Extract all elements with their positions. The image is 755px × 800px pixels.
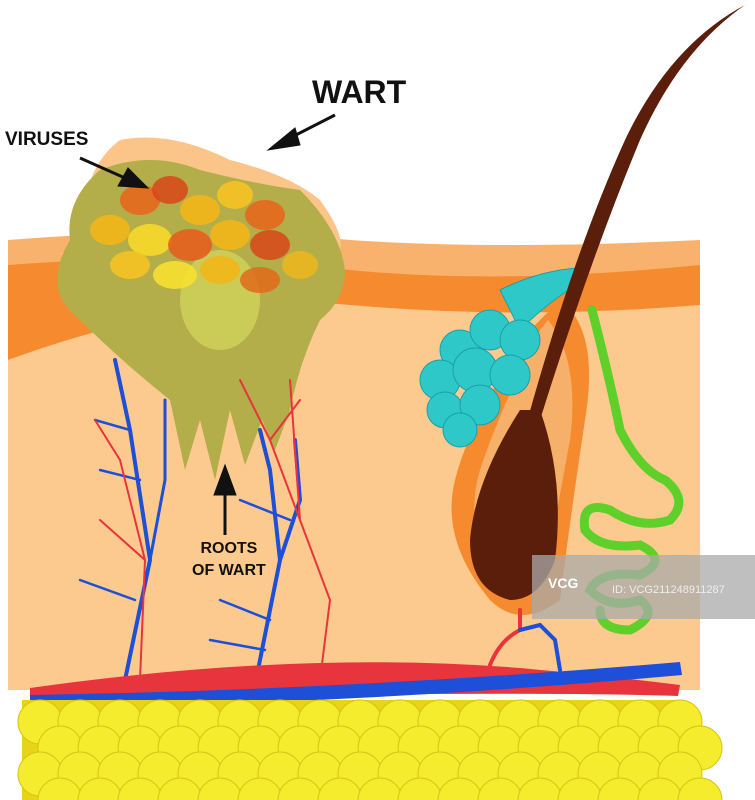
wart-label: WART (312, 74, 407, 110)
fat-cell (517, 777, 563, 800)
fat-cell (237, 777, 283, 800)
fat-cell (357, 777, 403, 800)
virus-cluster (90, 176, 318, 293)
fat-cell (117, 777, 163, 800)
watermark-logo: VCG (548, 575, 579, 591)
fat-cell (477, 777, 523, 800)
fat-cell (277, 777, 323, 800)
hair-shaft (528, 5, 745, 420)
fat-cell (397, 777, 443, 800)
fat-cell (437, 777, 483, 800)
sebaceous-gland (419, 267, 583, 448)
fat-cell (557, 777, 603, 800)
fat-cells (17, 699, 723, 800)
roots-of-wart-label: ROOTS OF WART (192, 538, 266, 582)
hair-bulb (470, 410, 558, 600)
fat-cell (677, 777, 723, 800)
fat-cell (197, 777, 243, 800)
watermark-id: ID: VCG211248911287 (612, 584, 725, 596)
roots-label-line1: ROOTS (200, 540, 258, 557)
watermark-band (532, 555, 755, 619)
roots-label-line2: OF WART (192, 562, 266, 579)
dermis (8, 302, 700, 690)
artery (30, 662, 680, 700)
fat-cell (77, 777, 123, 800)
vein (30, 662, 682, 708)
fat-cell (157, 777, 203, 800)
arrows (79, 113, 336, 535)
fat-cell (37, 777, 83, 800)
fat-cell (637, 777, 683, 800)
viruses-label: VIRUSES (5, 129, 89, 150)
fat-cell (597, 777, 643, 800)
capillaries (78, 358, 562, 687)
fat-cell (317, 777, 363, 800)
